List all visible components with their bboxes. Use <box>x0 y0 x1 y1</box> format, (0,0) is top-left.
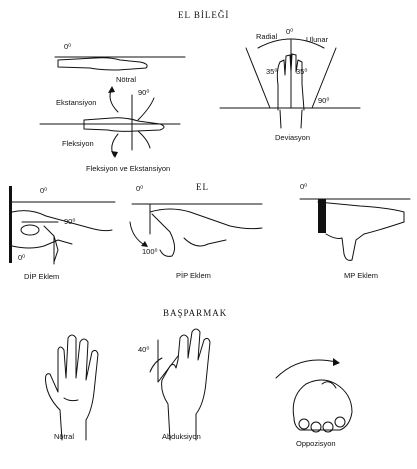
dip-bent-finger <box>43 225 59 263</box>
pip-flexion-arc <box>129 221 147 247</box>
thumb-section-title: BAŞPARMAK <box>163 308 228 318</box>
mp-bent-finger <box>325 233 365 261</box>
opposition-fingertip-2 <box>310 421 322 433</box>
thumb-opposition-figure <box>275 358 353 433</box>
pip-hand-top <box>149 208 263 230</box>
neutral-caption: Nötral <box>116 75 137 84</box>
flexion-label: Fleksiyon <box>62 139 94 148</box>
wrist-flex-ext-figure <box>39 86 181 158</box>
wrist-neutral-figure <box>54 56 186 71</box>
radial-angle-label: 35⁰ <box>266 67 278 76</box>
mp-hand-shade <box>318 199 326 233</box>
thumb-neutral-palm-line <box>63 397 79 402</box>
dip-hand-top <box>11 210 113 232</box>
deviation-ulnar-line <box>311 47 337 109</box>
thumb-abduction-figure <box>149 328 211 441</box>
mp-joint-figure <box>299 198 411 261</box>
abduction-angle-label: 40⁰ <box>138 345 150 354</box>
dip-finger-tip <box>20 224 40 236</box>
deviation-caption: Deviasyon <box>275 133 311 142</box>
opposition-arc <box>275 359 337 379</box>
opposition-fingertip-3 <box>322 421 334 433</box>
extension-hand-outline <box>137 97 155 121</box>
dip-caption: DİP Eklem <box>24 272 60 281</box>
deviation-forearm-right <box>300 109 303 129</box>
deviation-angle-top: 0⁰ <box>286 27 294 36</box>
opposition-fingertip-1 <box>298 418 310 430</box>
pip-hand-bottom <box>183 237 227 247</box>
pip-bent-finger <box>151 213 176 257</box>
neutral-forearm-hand <box>57 57 148 71</box>
mp-hand-bottom <box>363 221 405 235</box>
thumb-neutral-figure <box>45 334 99 441</box>
pip-angle-top: 0⁰ <box>136 184 144 193</box>
extension-arrowhead <box>108 86 115 93</box>
dip-joint-figure <box>9 186 116 265</box>
abduction-caption: Abduksiyon <box>162 432 201 441</box>
opposition-caption: Oppozisyon <box>296 439 336 448</box>
dip-hand-bottom <box>11 239 73 249</box>
flexion-hand-outline <box>137 130 151 149</box>
dip-angle-top: 0⁰ <box>40 186 48 195</box>
mp-angle-top: 0⁰ <box>300 182 308 191</box>
dip-support-bar <box>9 186 12 263</box>
thumb-neutral-hand <box>45 334 99 441</box>
dip-angle-mid: 90⁰ <box>64 217 76 226</box>
deviation-forearm-left <box>279 109 282 129</box>
extension-label: Ekstansiyon <box>56 98 97 107</box>
opposition-thumb <box>321 381 337 389</box>
opposition-arrowhead <box>333 358 340 366</box>
neutral-angle-label: 0⁰ <box>64 42 72 51</box>
mp-caption: MP Eklem <box>344 271 379 280</box>
ulnar-label: Ulunar <box>306 35 329 44</box>
ulnar-angle-label: 35⁰ <box>296 67 308 76</box>
pip-angle-bottom: 100⁰ <box>142 247 158 256</box>
dip-angle-bottom: 0⁰ <box>18 253 26 262</box>
wrist-deviation-figure <box>219 38 361 129</box>
flex-ext-angle-label: 90⁰ <box>138 88 150 97</box>
flex-ext-caption: Fleksiyon ve Ekstansiyon <box>86 164 171 173</box>
deviation-arc <box>257 38 325 49</box>
mp-hand-top <box>317 201 405 223</box>
thumb-abduction-hand <box>161 328 211 441</box>
wrist-section-title: EL BİLEĞİ <box>178 10 230 20</box>
flex-ext-forearm-hand <box>83 117 165 132</box>
pip-arrowhead <box>141 241 148 247</box>
pip-joint-figure <box>129 203 263 257</box>
opposition-palm <box>292 379 353 431</box>
deviation-radial-line <box>245 47 271 109</box>
deviation-angle-right: 90⁰ <box>318 96 330 105</box>
deviation-hand <box>276 53 305 111</box>
hand-section-title: EL <box>196 182 209 192</box>
opposition-fingertip-4 <box>334 416 346 428</box>
pip-caption: PİP Eklem <box>176 271 211 280</box>
flexion-arrowhead <box>111 151 118 158</box>
abduction-arc <box>149 357 163 373</box>
thumb-neutral-caption: Nötral <box>54 432 75 441</box>
radial-label: Radial <box>256 32 278 41</box>
